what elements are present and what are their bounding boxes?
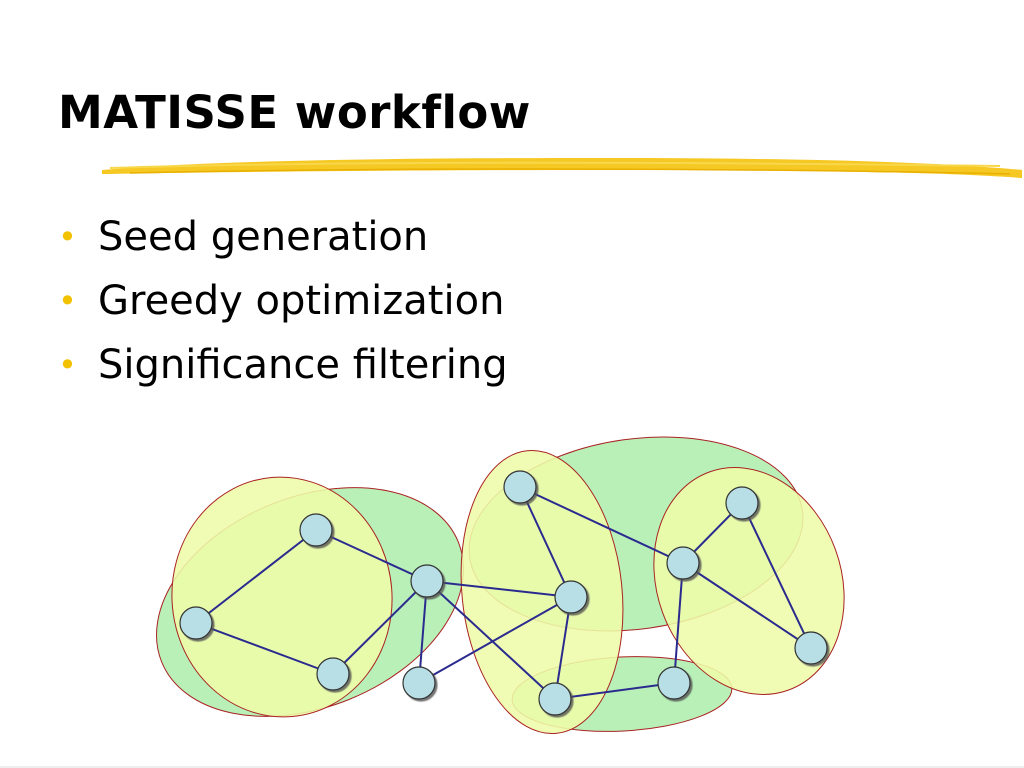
node (503, 470, 537, 504)
bullet-text: Greedy optimization (98, 278, 505, 324)
edge (519, 486, 572, 598)
bullet-dot-icon: • (58, 218, 77, 256)
edge (673, 562, 684, 684)
bullet-item: • Greedy optimization (58, 269, 508, 333)
node (538, 682, 572, 716)
seed-ellipse-yellow (460, 450, 624, 734)
node (179, 606, 213, 640)
bullet-dot-icon: • (58, 282, 77, 320)
edge (418, 580, 428, 684)
edge (554, 682, 675, 700)
footer-divider (0, 766, 1024, 768)
node (794, 631, 828, 665)
edge (519, 486, 684, 564)
edge (195, 622, 334, 675)
node (725, 486, 759, 520)
edge (195, 529, 317, 624)
bullet-dot-icon: • (58, 346, 77, 384)
node (316, 657, 350, 691)
edges (195, 486, 812, 700)
edge (418, 596, 572, 684)
bullet-text: Seed generation (98, 214, 429, 260)
bullet-text: Significance filtering (98, 342, 508, 388)
node (402, 666, 436, 700)
edge (426, 580, 572, 598)
bullet-list: • Seed generation • Greedy optimization … (58, 205, 508, 397)
title-brush-underline (102, 158, 1022, 178)
bullet-item: • Significance filtering (58, 333, 508, 397)
node (554, 580, 588, 614)
edge (682, 562, 812, 649)
edge (315, 529, 428, 582)
node (299, 513, 333, 547)
edge (332, 580, 428, 675)
node (410, 564, 444, 598)
edge (554, 596, 572, 700)
slide-title: MATISSE workflow (58, 86, 531, 139)
edge (741, 502, 812, 649)
node (657, 666, 691, 700)
seed-ellipse-yellow (171, 476, 393, 718)
node (666, 546, 700, 580)
edge (426, 580, 556, 700)
bullet-item: • Seed generation (58, 205, 508, 269)
